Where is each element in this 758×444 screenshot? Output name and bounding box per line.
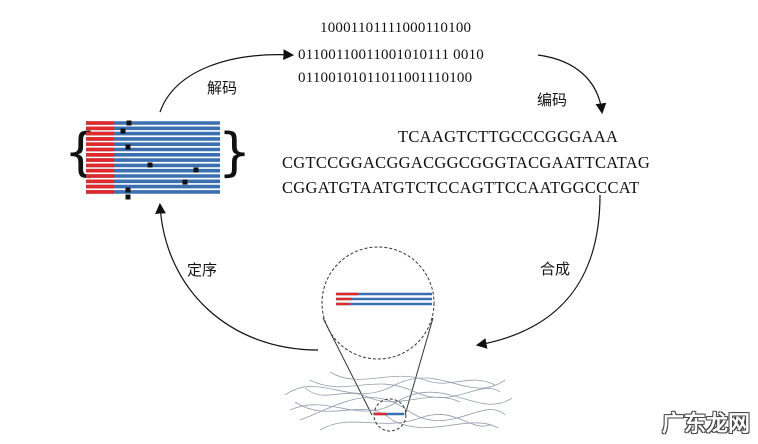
magnifier-line-right: [404, 317, 434, 416]
binary-line-2: 01100110011001010111 0010: [298, 47, 484, 63]
sequencing-arrow: [155, 202, 319, 351]
encode-label: 编码: [537, 91, 568, 109]
library-marker: [125, 144, 131, 150]
sequence-line-2: CGTCCGGACGGACGGCGGGTACGAATTCATAG: [282, 153, 651, 172]
library-marker: [182, 179, 188, 185]
decode-arrow: [159, 49, 295, 113]
pool-focus-circle: [373, 398, 407, 432]
strand-library: { }: [64, 120, 251, 200]
encode-arrow: [537, 54, 607, 115]
watermark: 广东龙网: [661, 412, 750, 437]
binary-line-1: 10001101111000110100: [320, 20, 472, 36]
library-marker: [125, 194, 131, 200]
sequence-line-3: CGGATGTAATGTCTCCAGTTCCAATGGCCCAT: [282, 178, 640, 197]
zoomed-strands: [336, 292, 432, 306]
sequencing-label: 定序: [187, 261, 218, 279]
right-brace: }: [218, 123, 251, 183]
library-marker: [120, 128, 126, 134]
library-marker: [126, 120, 132, 126]
dna-pool: [284, 371, 513, 431]
synthesis-label: 合成: [540, 260, 571, 278]
magnifier: [321, 246, 435, 416]
library-marker: [147, 162, 153, 168]
decode-label: 解码: [207, 79, 238, 97]
binary-line-3: 01100101011011001110100: [298, 70, 473, 86]
library-marker: [193, 167, 199, 173]
magnifier-line-left: [322, 317, 373, 416]
library-marker: [125, 187, 131, 193]
synthesis-arrow: [475, 194, 601, 349]
sequence-line-1: TCAAGTCTTGCCCGGGAAA: [398, 127, 619, 146]
